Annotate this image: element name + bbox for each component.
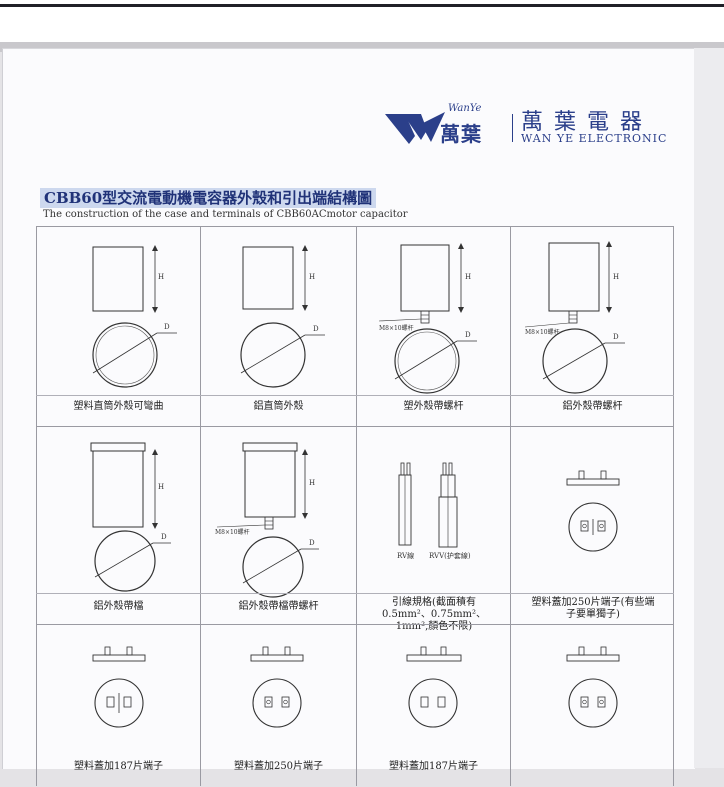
stud-label: M8×10螺杆: [215, 529, 250, 536]
cell-plastic-stud: H M8×10螺杆 D 塑外殼帶螺杆: [356, 226, 510, 426]
right-margin: [694, 48, 724, 768]
cover-terminal-drawing: [250, 646, 304, 728]
wire-rv-label: RV線: [397, 552, 415, 560]
height-label: H: [158, 483, 165, 491]
cylinder-with-stud-drawing: [378, 243, 477, 394]
cylinder-rim-drawing: [90, 442, 171, 592]
logo-separator: [512, 114, 513, 142]
wire-rvv-label: RVV(护套線): [429, 552, 471, 560]
cylinder-rim-stud-drawing: [216, 442, 319, 598]
cell-lead-wires: RV線 RVV(护套線) 引線規格(截面積有0.5mm²、0.75mm²、1mm…: [356, 426, 510, 632]
cell-aluminium-rim: H D 鋁外殼帶檔: [36, 426, 200, 624]
brand-logo: WanYe 萬葉 萬葉電器 WAN YE ELECTRONIC: [385, 103, 685, 148]
cover-terminal-drawing: [92, 646, 146, 728]
diameter-label: D: [309, 539, 315, 547]
cell-plastic-cover-250: 塑料蓋加250片端子(有些端子要單獨子): [510, 426, 674, 624]
cell-aluminium-rim-stud: H M8×10螺杆 D 鋁外殼帶檔帶螺杆: [200, 426, 356, 624]
grid-right-border: [673, 226, 674, 786]
cell-caption: 鋁直筒外殼: [253, 401, 304, 412]
diameter-label: D: [164, 323, 170, 331]
cell-caption: 引線規格(截面積有0.5mm²、0.75mm²、1mm²,顏色不限): [381, 597, 487, 632]
cylinder-with-stud-drawing: [524, 241, 625, 394]
top-band: [0, 0, 724, 42]
lead-wires-drawing: [398, 462, 458, 548]
height-label: H: [613, 273, 620, 281]
cell-plastic-cover-250-c: [510, 624, 674, 786]
caption-rule-row2: [36, 593, 674, 594]
cell-plastic-cover-250-b: 塑料蓋加250片端子: [200, 624, 356, 786]
section-title-cn: CBB60型交流電動機電容器外殼和引出端結構圖: [40, 188, 377, 208]
cell-caption: 鋁外殼帶檔: [93, 601, 144, 612]
cover-terminal-drawing: [406, 646, 462, 728]
height-label: H: [309, 479, 316, 487]
cell-caption: 塑料蓋加250片端子: [233, 761, 324, 772]
cylinder-drawing: [240, 245, 325, 388]
diameter-label: D: [465, 331, 471, 339]
height-label: H: [465, 273, 472, 281]
wanye-logo-icon: [385, 112, 445, 144]
stud-label: M8×10螺杆: [525, 329, 560, 336]
cylinder-drawing: [92, 245, 177, 388]
cell-caption: 鋁外殼帶檔帶螺杆: [238, 601, 319, 612]
cell-plastic-cover-187-a: 塑料蓋加187片端子: [36, 624, 200, 786]
cell-caption: 塑料蓋加250片端子(有些端子要單獨子): [531, 597, 655, 620]
cell-caption: 塑料蓋加187片端子: [73, 761, 164, 772]
cell-caption: 塑料直筒外殼可彎曲: [73, 401, 164, 412]
cell-aluminium-straight: H D 鋁直筒外殼: [200, 226, 356, 426]
cell-plastic-straight: H D 塑料直筒外殼可彎曲: [36, 226, 200, 426]
cell-caption: 鋁外殼帶螺杆: [562, 401, 623, 412]
height-label: H: [309, 273, 316, 281]
diameter-label: D: [313, 325, 319, 333]
catalog-page: [2, 48, 695, 769]
cell-caption: 塑外殼帶螺杆: [403, 401, 464, 412]
diameter-label: D: [161, 533, 167, 541]
brand-cn-name: 萬葉電器: [521, 110, 654, 135]
height-label: H: [158, 273, 165, 281]
caption-rule-row1: [36, 395, 674, 396]
cover-terminal-drawing: [566, 646, 620, 728]
section-title-en: The construction of the case and termina…: [43, 209, 408, 220]
brand-en-name: WAN YE ELECTRONIC: [521, 132, 668, 145]
brand-latin-name: WanYe: [448, 103, 482, 114]
stud-label: M8×10螺杆: [379, 325, 414, 332]
top-rule: [0, 4, 724, 7]
diameter-label: D: [613, 333, 619, 341]
construction-grid: H D 塑料直筒外殼可彎曲 H D 鋁直筒外殼: [36, 226, 674, 786]
shadow-band: [0, 42, 724, 52]
cell-aluminium-stud: H M8×10螺杆 D 鋁外殼帶螺杆: [510, 226, 674, 426]
cell-caption: 塑料蓋加187片端子: [388, 761, 479, 772]
cover-terminal-drawing: [566, 470, 620, 552]
cell-plastic-cover-187-b: 塑料蓋加187片端子: [356, 624, 510, 786]
brand-cn-name-small: 萬葉: [440, 122, 482, 146]
